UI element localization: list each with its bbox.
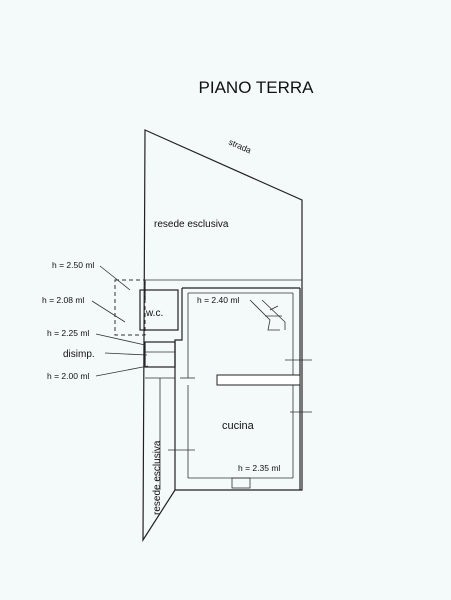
height-label-2: h = 2.08 ml [42, 295, 84, 305]
resede-side-label: resede esclusiva [152, 440, 163, 515]
road-label: strada [227, 137, 253, 156]
room-height-label: h = 2.40 ml [197, 295, 239, 305]
wc-room [139, 289, 179, 331]
annex-dashed [114, 279, 146, 336]
stair-line-2 [261, 299, 286, 330]
lot-outline [142, 129, 303, 543]
disimp-label: disimp. [63, 349, 95, 360]
leader-3 [95, 333, 146, 346]
stair-line-1 [249, 299, 280, 331]
leader-1 [99, 265, 131, 291]
height-label-3: h = 2.25 ml [47, 328, 89, 338]
cucina-height-label: h = 2.35 ml [238, 463, 280, 473]
house-left-wall [174, 288, 183, 490]
height-label-1: h = 2.50 ml [52, 260, 94, 270]
leader-disimp [104, 352, 148, 356]
leader-4 [95, 365, 149, 377]
door-bottom [231, 477, 251, 489]
disimp-area [144, 341, 176, 368]
leader-2 [91, 300, 126, 323]
stair-tread [269, 305, 279, 311]
partition-wall [216, 374, 301, 386]
cucina-label: cucina [222, 420, 255, 432]
plan-title: PIANO TERRA [199, 78, 315, 97]
resede-top-label: resede esclusiva [154, 219, 229, 230]
height-label-4: h = 2.00 ml [47, 371, 89, 381]
wc-label: w.c. [145, 308, 163, 319]
